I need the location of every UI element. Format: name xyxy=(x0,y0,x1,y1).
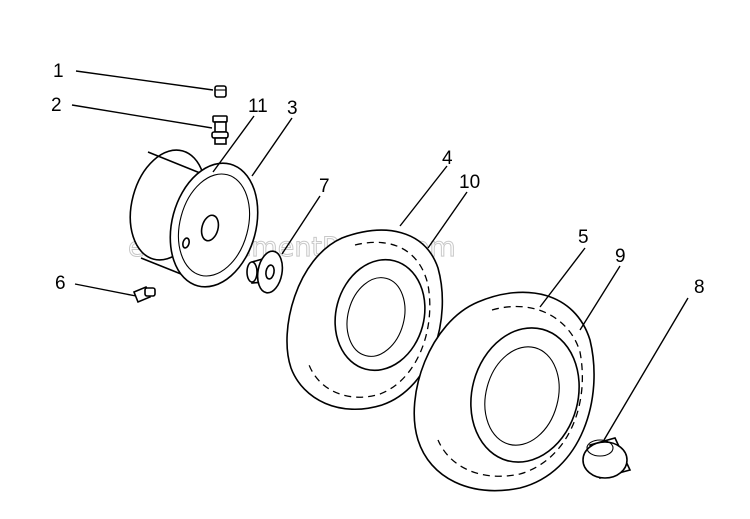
valve-stem-part xyxy=(211,115,229,145)
valve-cap-part xyxy=(214,85,227,98)
callout-3: 3 xyxy=(287,98,298,119)
callout-2: 2 xyxy=(51,95,62,116)
callout-1: 1 xyxy=(53,61,64,82)
callout-4: 4 xyxy=(442,148,453,169)
bushing-part xyxy=(246,250,284,294)
callout-10: 10 xyxy=(459,172,480,193)
callout-labels: 1 2 11 3 7 4 10 6 5 9 8 xyxy=(51,61,705,298)
wheel-rim-part xyxy=(129,149,259,288)
rear-tire-part xyxy=(413,291,595,492)
front-tire-part xyxy=(286,229,444,410)
callout-8: 8 xyxy=(694,277,705,298)
callout-5: 5 xyxy=(578,227,589,248)
fitting-part xyxy=(132,285,156,304)
callout-11: 11 xyxy=(248,96,268,117)
hub-cap-part xyxy=(582,437,632,479)
leader-lines xyxy=(71,70,689,441)
callout-7: 7 xyxy=(319,176,330,197)
callout-6: 6 xyxy=(55,273,66,294)
callout-9: 9 xyxy=(615,246,626,267)
